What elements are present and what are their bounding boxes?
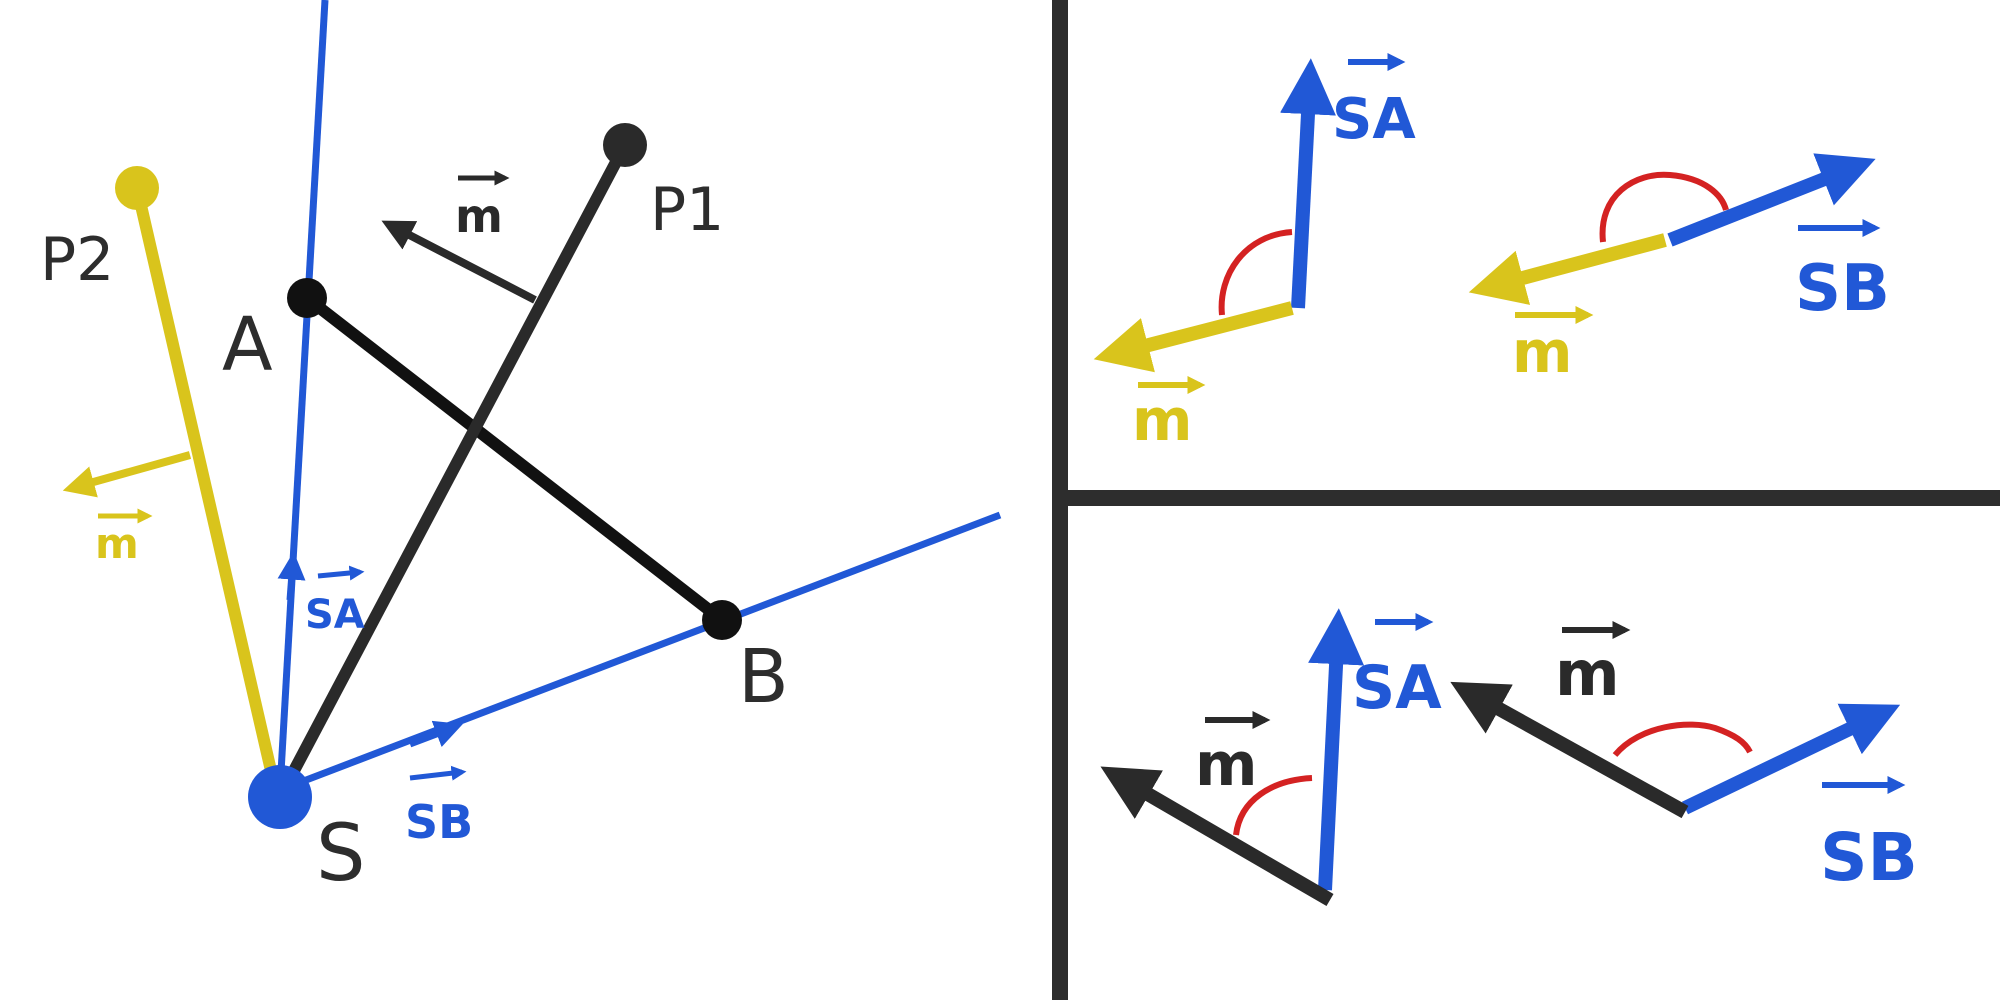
label-vector-m-yellow: m [95,508,153,568]
svg-text:SA: SA [305,592,365,638]
panel-bl-angle-arc [1233,775,1313,836]
label-vector-sa: SA [305,565,365,638]
panel-tr-label-m: m [1512,306,1594,386]
vector-sb-arrow [408,720,463,748]
svg-text:SB: SB [405,795,473,849]
svg-text:m: m [95,519,139,568]
label-vector-m-black: m [455,170,510,243]
panel-bottom-right: SB m [1450,621,1918,896]
vector-sa-arrow [277,551,306,601]
panel-tl-label-sa: SA [1332,53,1416,152]
svg-text:m: m [1132,386,1192,454]
panel-tl-vector-sa [1280,58,1336,309]
panel-top-right: SB m [1468,153,1890,386]
label-vector-sb: SB [405,765,473,849]
panel-tr-vector-sb [1667,153,1876,247]
panel-br-vector-m [1450,681,1689,819]
svg-text:SA: SA [1332,87,1416,152]
label-b: B [738,634,789,720]
line-s-p1 [282,142,631,785]
panel-tl-label-m: m [1132,376,1206,454]
svg-text:m: m [1195,730,1258,800]
panel-tl-angle-arc [1218,229,1293,316]
panel-bl-label-sa: SA [1352,613,1442,723]
panel-br-label-m: m [1555,621,1631,710]
panel-bottom-left: SA m [1100,608,1442,907]
point-s [248,765,312,829]
svg-text:SA: SA [1352,653,1442,723]
svg-text:m: m [1512,318,1572,386]
panel-bl-vector-sa [1308,608,1365,891]
point-p1 [603,123,647,167]
point-b [702,600,742,640]
label-s: S [316,809,366,899]
label-p1: P1 [650,175,724,245]
label-p2: P2 [40,225,114,295]
svg-text:SB: SB [1820,819,1918,896]
svg-text:m: m [455,189,503,243]
point-p2 [115,166,159,210]
label-a: A [222,302,273,388]
panel-bl-label-m: m [1195,711,1271,800]
panel-tr-label-sb: SB [1795,219,1890,326]
panel-br-angle-arc [1612,721,1753,758]
ray-s-b [278,511,1002,794]
panel-br-label-sb: SB [1820,776,1918,896]
svg-text:m: m [1555,637,1620,710]
normal-m-black [381,220,537,304]
panel-top-left: SA m [1093,53,1416,454]
normal-m-yellow [62,451,192,498]
panel-tr-vector-m [1468,233,1667,305]
panel-bl-vector-m [1100,766,1334,907]
segment-a-b [303,293,726,625]
point-a [287,278,327,318]
panel-br-vector-sb [1681,703,1901,815]
ray-s-a [276,0,329,791]
main-diagram: A B S P1 P2 m m SA SB [40,0,1002,899]
panel-tr-angle-arc [1599,171,1729,243]
line-s-p2 [131,186,278,777]
svg-text:SB: SB [1795,252,1890,326]
panel-tl-vector-m [1093,301,1294,373]
